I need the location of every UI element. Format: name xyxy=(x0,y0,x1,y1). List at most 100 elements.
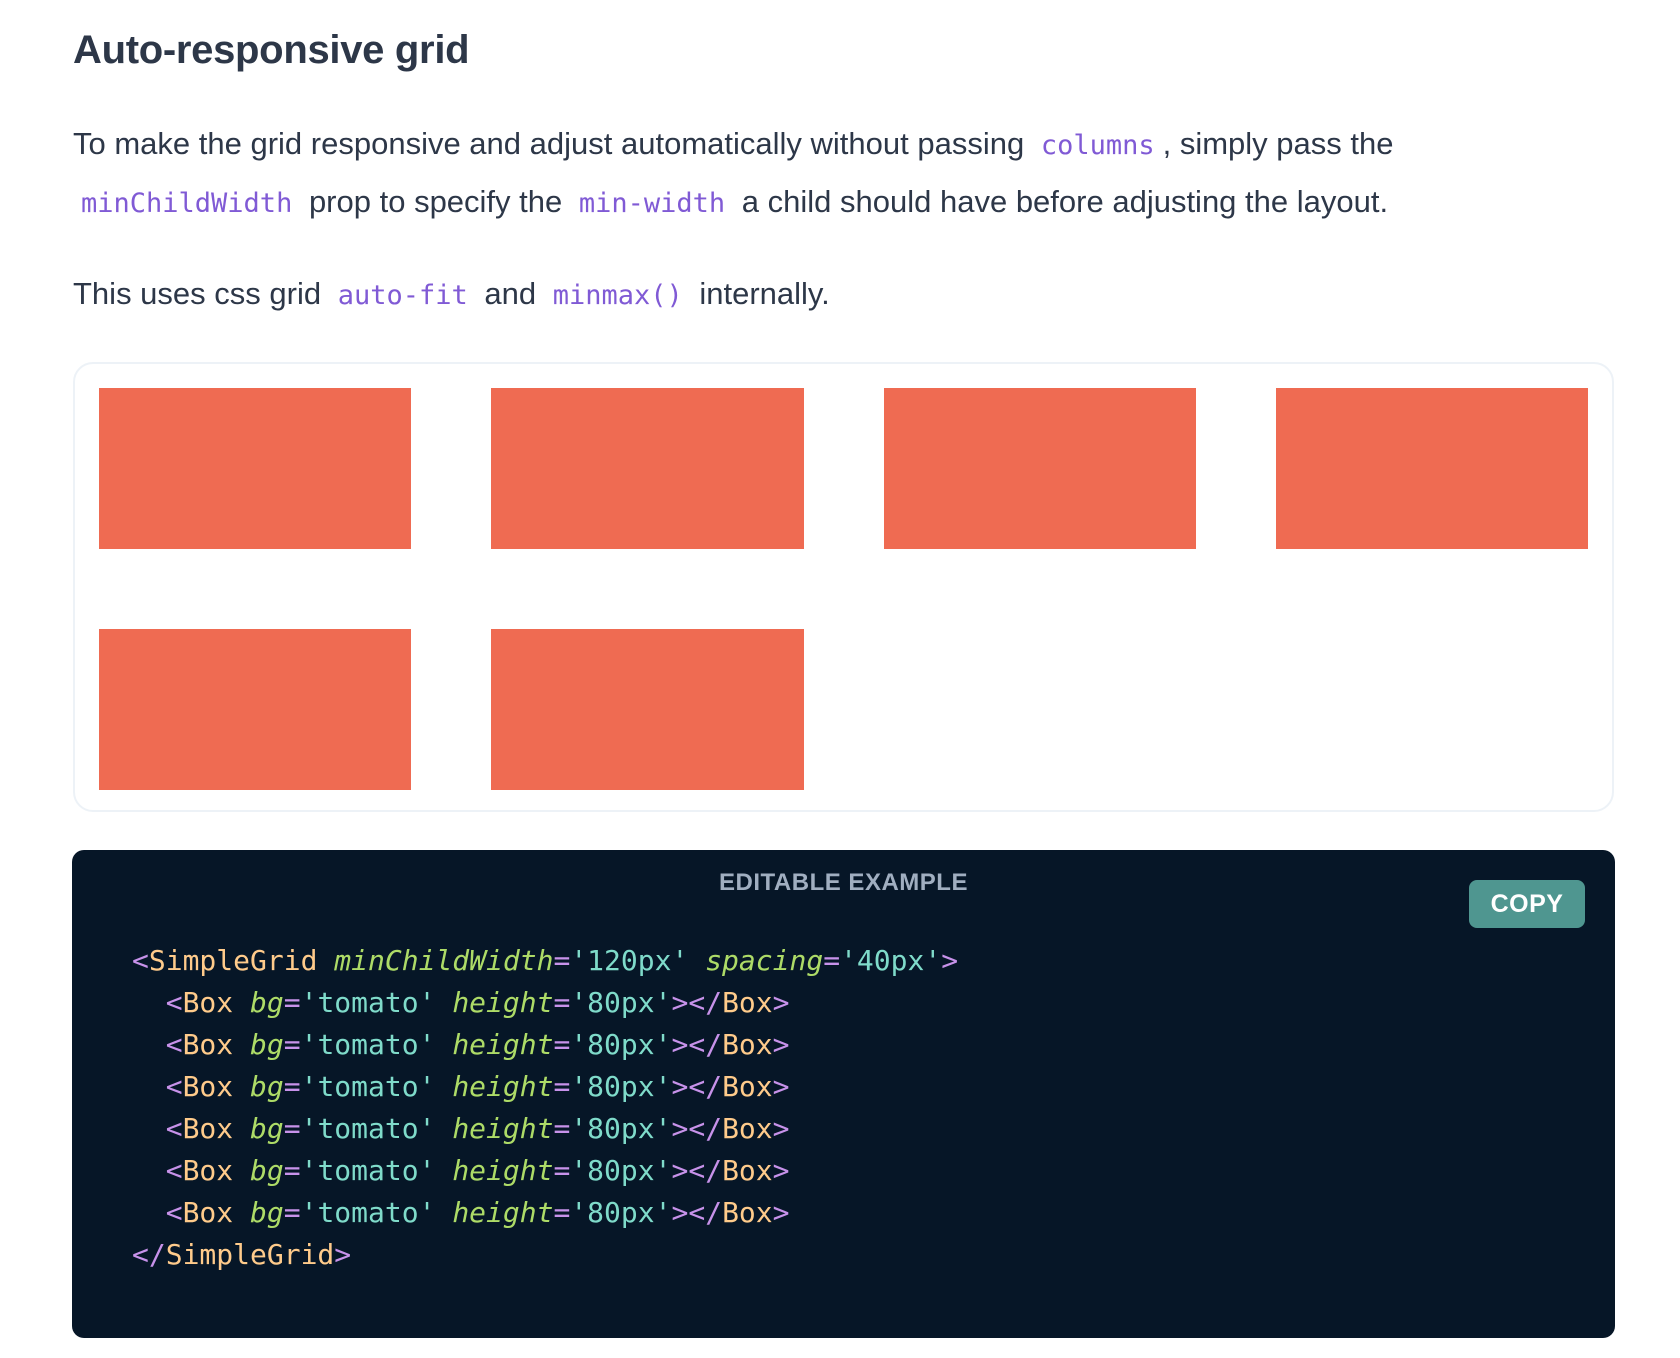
code-line: <Box bg='tomato' height='80px'></Box> xyxy=(132,1024,958,1066)
code-attr-value: '80px' xyxy=(570,1028,672,1061)
grid-box xyxy=(99,388,412,549)
code-attr-value: '80px' xyxy=(570,1196,672,1229)
code-attr-value: 'tomato' xyxy=(300,1154,436,1187)
code-punct: = xyxy=(283,1028,301,1061)
code-attr-value: 'tomato' xyxy=(300,1070,436,1103)
code-tag-name: Box xyxy=(182,1112,234,1145)
code-tag-name: Box xyxy=(722,1028,773,1061)
code-tag-name: Box xyxy=(182,1196,234,1229)
code-line: <Box bg='tomato' height='80px'></Box> xyxy=(132,1150,958,1192)
code-attr-name: bg xyxy=(250,1154,284,1187)
simple-grid-preview xyxy=(99,388,1588,790)
code-attr-name: height xyxy=(452,1070,554,1103)
grid-box xyxy=(491,388,804,549)
inline-code-min-width: min-width xyxy=(578,188,726,219)
code-line: <Box bg='tomato' height='80px'></Box> xyxy=(132,1192,958,1234)
code-tag-name: SimpleGrid xyxy=(148,944,318,977)
inline-code-minmax: minmax() xyxy=(552,280,683,311)
code-tag-name: Box xyxy=(722,1112,773,1145)
code-punct: < xyxy=(165,986,183,1019)
code-punct: </ xyxy=(132,1238,166,1271)
code-punct: > xyxy=(334,1238,352,1271)
copy-button[interactable]: COPY xyxy=(1469,880,1585,928)
paragraph-text: This uses css grid xyxy=(73,276,330,311)
code-punct: = xyxy=(553,1112,571,1145)
code-punct: ></ xyxy=(671,1070,723,1103)
editable-example-label: EDITABLE EXAMPLE xyxy=(719,869,968,896)
code-attr-value: '80px' xyxy=(570,986,672,1019)
code-punct: > xyxy=(772,1070,790,1103)
code-line: <SimpleGrid minChildWidth='120px' spacin… xyxy=(132,940,958,982)
code-punct: > xyxy=(941,944,959,977)
code-line: <Box bg='tomato' height='80px'></Box> xyxy=(132,1066,958,1108)
code-attr-value: '120px' xyxy=(570,944,689,977)
grid-box xyxy=(99,629,412,790)
paragraph-text: a child should have before adjusting the… xyxy=(733,184,1389,219)
section-title: Auto-responsive grid xyxy=(73,28,470,72)
code-punct: = xyxy=(283,1154,301,1187)
internals-paragraph: This uses css grid auto-fit and minmax()… xyxy=(73,266,1616,324)
code-line: </SimpleGrid> xyxy=(132,1234,958,1276)
code-punct: = xyxy=(823,944,841,977)
code-attr-name: minChildWidth xyxy=(334,944,554,977)
code-punct: > xyxy=(772,1154,790,1187)
code-attr-name: bg xyxy=(250,986,284,1019)
code-attr-name: height xyxy=(452,1154,554,1187)
code-attr-name: bg xyxy=(250,1070,284,1103)
code-punct: ></ xyxy=(671,1028,723,1061)
code-punct: > xyxy=(772,986,790,1019)
code-attr-name: height xyxy=(452,1028,554,1061)
code-punct: = xyxy=(553,1070,571,1103)
code-attr-value: '40px' xyxy=(840,944,942,977)
code-tag-name: Box xyxy=(182,986,234,1019)
code-attr-name: bg xyxy=(250,1028,284,1061)
code-punct: ></ xyxy=(671,986,723,1019)
code-tag-name: Box xyxy=(182,1028,234,1061)
inline-code-columns: columns xyxy=(1040,130,1155,161)
code-punct: ></ xyxy=(671,1196,723,1229)
code-editor[interactable]: < SimpleGrid minChildWidth = '120px' spacin… xyxy=(132,940,958,1276)
paragraph-text: internally. xyxy=(690,276,830,311)
code-editor-panel: EDITABLE EXAMPLE COPY < SimpleGrid minChi… xyxy=(72,850,1615,1338)
paragraph-text: To make the grid responsive and adjust a… xyxy=(73,126,1033,161)
code-punct: = xyxy=(283,986,301,1019)
inline-code-auto-fit: auto-fit xyxy=(337,280,468,311)
grid-box xyxy=(1275,388,1588,549)
code-attr-name: height xyxy=(452,1112,554,1145)
code-tag-name: Box xyxy=(182,1154,234,1187)
live-preview xyxy=(73,362,1614,812)
code-attr-name: height xyxy=(452,1196,554,1229)
code-punct: > xyxy=(772,1112,790,1145)
code-attr-value: '80px' xyxy=(570,1070,672,1103)
code-line: <Box bg='tomato' height='80px'></Box> xyxy=(132,1108,958,1150)
paragraph-text: , simply pass the xyxy=(1162,126,1394,161)
code-punct: < xyxy=(165,1154,183,1187)
code-attr-name: bg xyxy=(250,1112,284,1145)
code-attr-name: bg xyxy=(250,1196,284,1229)
paragraph-text: prop to specify the xyxy=(300,184,571,219)
code-punct: = xyxy=(553,1196,571,1229)
code-punct: = xyxy=(283,1196,301,1229)
code-punct: < xyxy=(165,1112,183,1145)
code-punct: > xyxy=(772,1028,790,1061)
code-tag-name: Box xyxy=(722,1196,773,1229)
code-tag-name: Box xyxy=(722,1154,773,1187)
code-punct: > xyxy=(772,1196,790,1229)
code-attr-value: 'tomato' xyxy=(300,1112,436,1145)
code-tag-name: Box xyxy=(722,1070,773,1103)
code-punct: ></ xyxy=(671,1154,723,1187)
code-line: <Box bg='tomato' height='80px'></Box> xyxy=(132,982,958,1024)
description-paragraph: To make the grid responsive and adjust a… xyxy=(73,116,1616,232)
code-attr-value: 'tomato' xyxy=(300,1196,436,1229)
code-attr-name: spacing xyxy=(705,944,824,977)
code-punct: = xyxy=(553,1154,571,1187)
code-tag-name: SimpleGrid xyxy=(165,1238,335,1271)
code-tag-name: Box xyxy=(182,1070,234,1103)
inline-code-minchildwidth: minChildWidth xyxy=(81,188,293,219)
code-attr-name: height xyxy=(452,986,554,1019)
code-punct: = xyxy=(283,1070,301,1103)
paragraph-text: and xyxy=(475,276,545,311)
code-punct: = xyxy=(283,1112,301,1145)
code-punct: < xyxy=(165,1070,183,1103)
code-attr-value: 'tomato' xyxy=(300,1028,436,1061)
